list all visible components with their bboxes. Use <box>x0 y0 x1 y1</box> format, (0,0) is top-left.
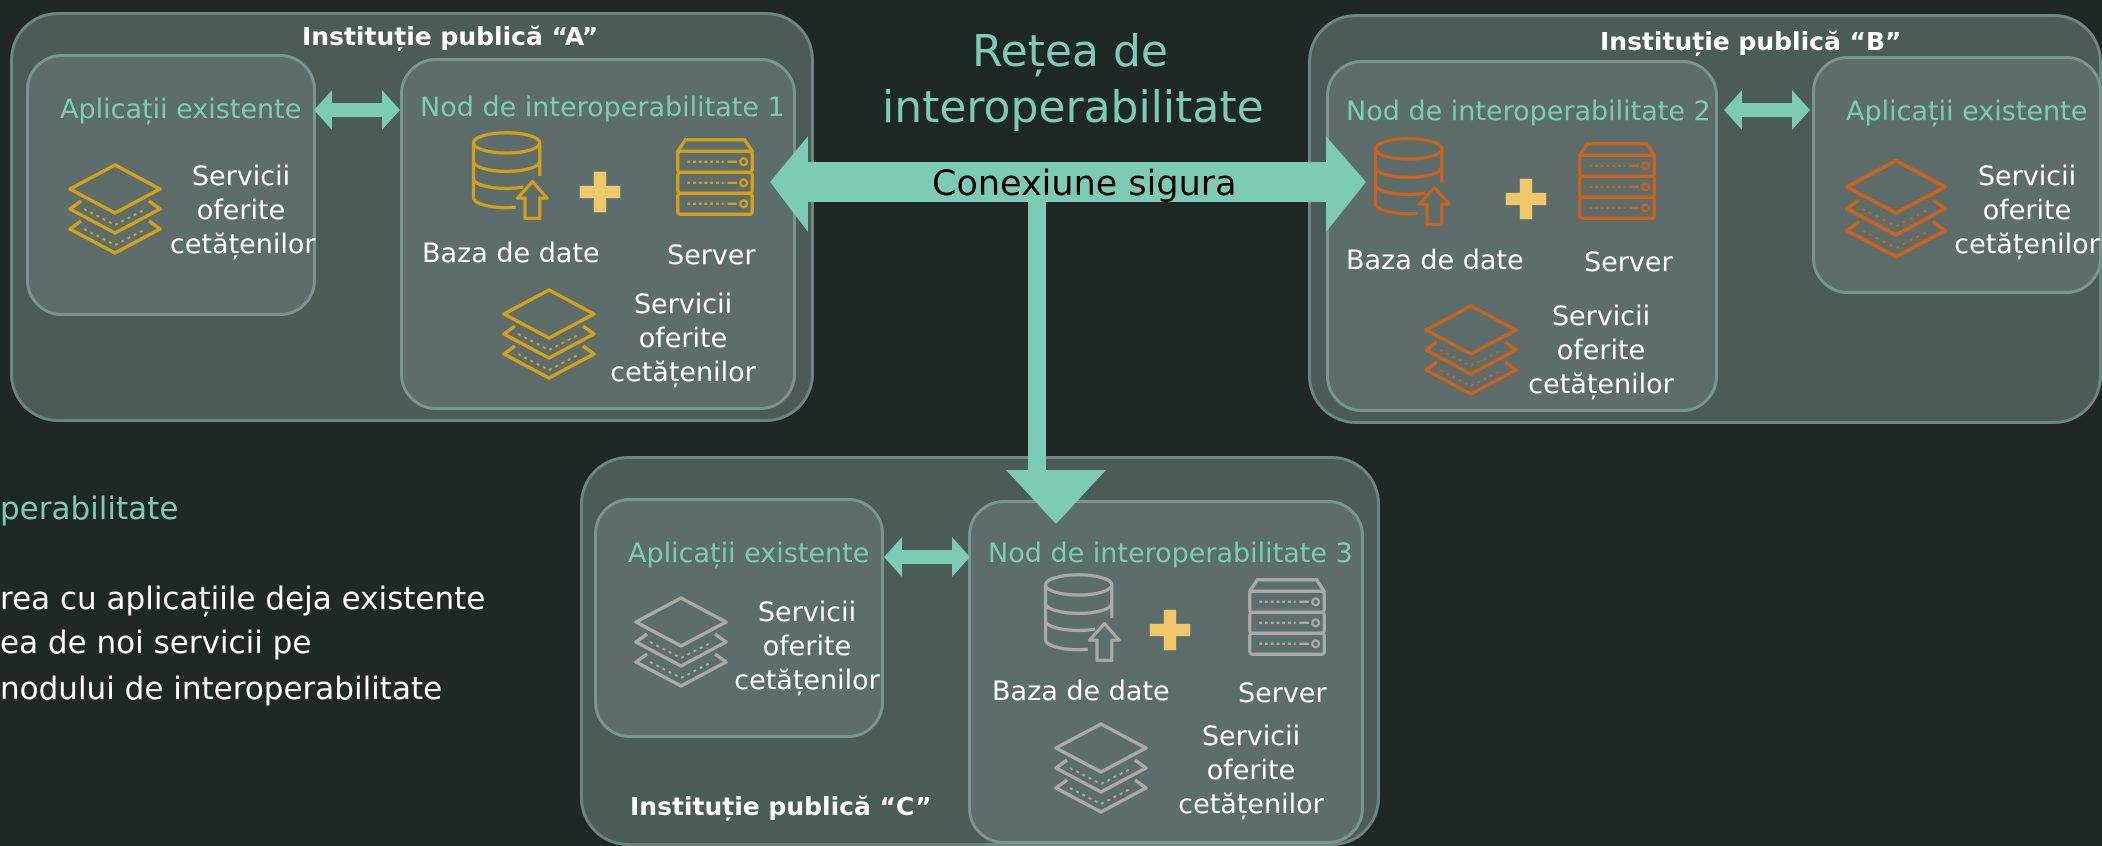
institution-a-node-box <box>400 58 796 410</box>
institution-c-node-layers-icon <box>1046 716 1156 826</box>
institution-c-database-icon <box>1040 572 1132 664</box>
institution-c-apps-title: Aplicații existente <box>628 538 870 569</box>
institution-c-plus-icon <box>1148 608 1192 652</box>
institution-c-server-label: Server <box>1238 678 1327 709</box>
institution-c-apps-layers-icon <box>626 590 736 700</box>
institution-b-database-icon <box>1370 136 1462 228</box>
double-arrow-b-icon <box>1724 90 1810 130</box>
institution-b-apps-title: Aplicații existente <box>1846 96 2088 127</box>
side-bullet-3: nodului de interoperabilitate <box>0 671 443 707</box>
side-heading: perabilitate <box>0 491 179 527</box>
institution-b-database-label: Baza de date <box>1346 245 1524 276</box>
institution-b-server-label: Server <box>1584 247 1673 278</box>
node-1-title: Nod de interoperabilitate 1 <box>420 92 785 123</box>
institution-a-database-icon <box>468 130 560 222</box>
institution-a-apps-title: Aplicații existente <box>60 94 302 125</box>
side-bullet-2: ea de noi servicii pe <box>0 625 312 661</box>
side-bullet-1: rea cu aplicațiile deja existente <box>0 581 486 617</box>
institution-b-apps-box <box>1812 56 2102 294</box>
institution-a-node-layers-icon <box>494 282 604 392</box>
institution-b-title: Instituție publică “B” <box>1600 27 1902 56</box>
institution-a-server-icon <box>672 136 758 222</box>
node-2-title: Nod de interoperabilitate 2 <box>1346 96 1711 127</box>
secure-connection-arrow <box>770 136 1366 524</box>
institution-b-plus-icon <box>1504 177 1548 221</box>
double-arrow-a-icon <box>314 90 400 130</box>
institution-c-server-icon <box>1244 576 1330 662</box>
node-3-title: Nod de interoperabilitate 3 <box>988 538 1353 569</box>
institution-a-server-label: Server <box>667 240 756 271</box>
connection-label: Conexiune sigura <box>932 164 1237 204</box>
double-arrow-c-icon <box>884 537 970 577</box>
institution-a-apps-layers-icon <box>60 157 170 267</box>
institution-b-node-box <box>1326 60 1718 412</box>
institution-a-title: Instituție publică “A” <box>302 22 599 51</box>
institution-a-plus-icon <box>578 170 622 214</box>
institution-b-server-icon <box>1574 140 1660 226</box>
institution-b-apps-layers-icon <box>1836 152 1956 272</box>
institution-b-node-layers-icon <box>1416 298 1526 408</box>
institution-c-node-box <box>968 500 1364 844</box>
network-title-line-1: Rețea de <box>972 26 1168 77</box>
institution-c-database-label: Baza de date <box>992 676 1170 707</box>
institution-a-database-label: Baza de date <box>422 238 600 269</box>
network-title-line-2: interoperabilitate <box>882 82 1264 133</box>
institution-c-title: Instituție publică “C” <box>630 792 932 821</box>
